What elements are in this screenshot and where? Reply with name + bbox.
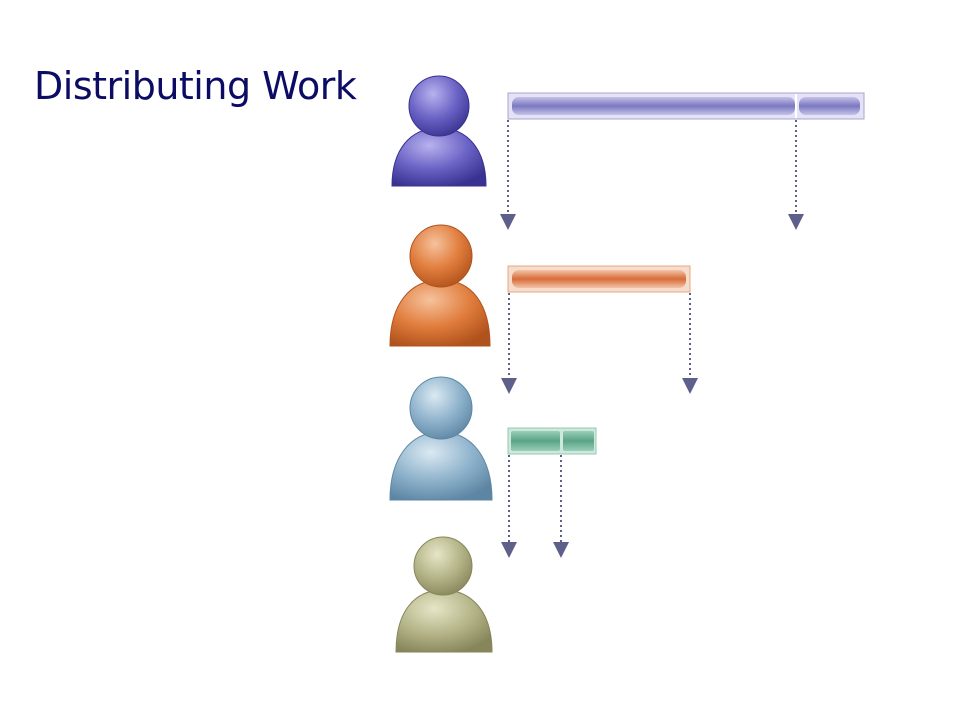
person-olive-icon	[395, 536, 493, 653]
slide-title: Distributing Work	[34, 64, 357, 108]
person-orange-icon	[389, 224, 491, 347]
work-bar-green	[507, 427, 597, 455]
work-bar-purple	[507, 92, 865, 120]
person-blue-icon	[389, 376, 493, 501]
distribution-arrows	[500, 120, 804, 558]
work-bar-orange	[507, 265, 691, 293]
person-purple-icon	[380, 75, 488, 194]
